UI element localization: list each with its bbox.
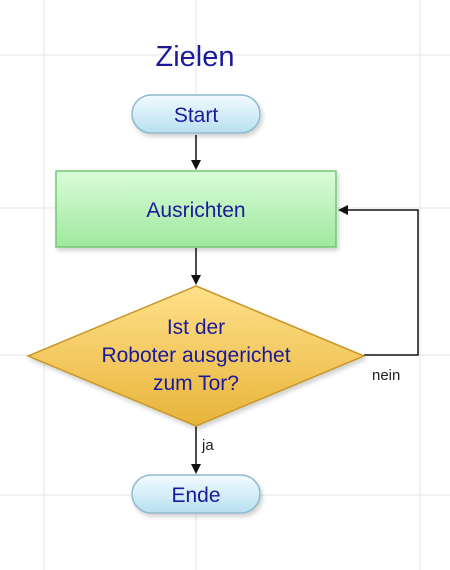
connector-decision-no [338,205,419,356]
decision-label-line-3: zum Tor? [153,372,239,395]
end-terminator-shape [131,474,261,514]
align-node: Ausrichten [55,170,337,248]
decision-diamond-shape [26,285,366,427]
start-node: Start [131,94,261,134]
start-terminator-shape [131,94,261,134]
end-node: Ende [131,474,261,514]
decision-label-line-1: Ist der [167,316,225,339]
align-process-shape [55,170,337,248]
diagram-title: Zielen [156,41,235,73]
align-label: Ausrichten [146,199,245,222]
end-label: Ende [171,484,220,507]
decision-node: Ist der Roboter ausgerichet zum Tor? [26,285,366,427]
start-label: Start [174,104,219,127]
decision-label-line-2: Roboter ausgerichet [101,344,290,367]
edge-label-no: nein [372,367,400,384]
edge-label-yes: ja [201,437,214,454]
connectors [191,135,419,474]
